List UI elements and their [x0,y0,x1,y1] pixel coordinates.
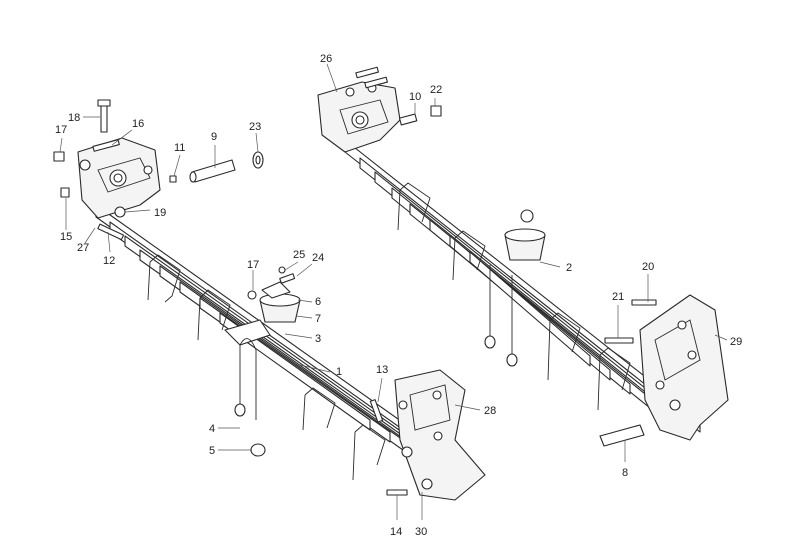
left-bump-stop [224,266,301,346]
callout-9: 9 [211,131,217,143]
callout-30: 30 [415,526,427,538]
right-bump-stop [484,209,546,367]
callout-12: 12 [103,255,115,267]
callout-4: 4 [209,423,215,435]
hanger-bolts [53,99,125,241]
callout-15: 15 [60,231,72,243]
callout-5: 5 [209,445,215,457]
callout-20: 20 [642,261,654,273]
callout-19: 19 [154,207,166,219]
leader-lines [59,63,728,520]
callout-18: 18 [68,112,80,124]
callout-17b: 17 [247,259,259,271]
callout-17a: 17 [55,124,67,136]
callout-29: 29 [730,336,742,348]
callout-2: 2 [566,262,572,274]
right-leaf-spring [344,139,701,433]
left-u-bolts [234,338,266,457]
callout-24: 24 [312,252,324,264]
callout-22: 22 [430,84,442,96]
callout-1: 1 [336,366,342,378]
callout-6: 6 [315,296,321,308]
callout-11: 11 [174,142,185,154]
pin-washer [252,151,264,169]
callout-labels: 1 2 3 4 5 6 7 8 9 10 11 12 13 14 15 16 1… [55,53,742,538]
callout-8: 8 [622,467,628,479]
callout-7: 7 [315,313,321,325]
callout-10: 10 [409,91,421,103]
callout-23: 23 [249,121,261,133]
left-front-hanger [77,137,161,219]
callout-26: 26 [320,53,332,65]
callout-27: 27 [77,242,89,254]
callout-16: 16 [132,118,144,130]
right-rear-hanger [599,294,729,447]
spring-pin [189,159,236,183]
callout-3: 3 [315,333,321,345]
left-rear-shackle [369,369,486,501]
callout-25: 25 [293,249,305,261]
callout-13: 13 [376,364,388,376]
callout-21: 21 [612,291,624,303]
callout-14: 14 [390,526,402,538]
right-front-hanger [317,66,442,153]
grease-nipple [169,175,177,183]
callout-28: 28 [484,405,496,417]
